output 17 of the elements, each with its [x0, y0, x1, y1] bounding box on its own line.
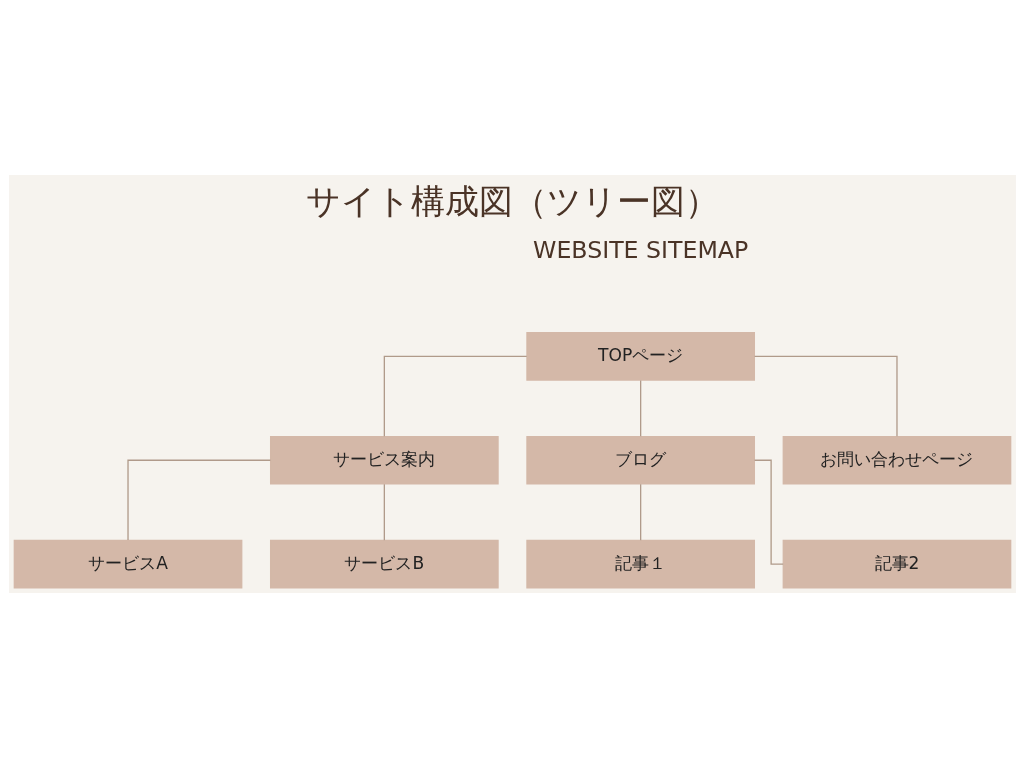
node-box: 記事１ [525, 539, 755, 589]
connector [383, 355, 527, 437]
connector [126, 459, 271, 541]
connector [753, 459, 784, 565]
node-box: ブログ [525, 435, 755, 485]
label: WEBSITE SITEMAP [532, 236, 748, 265]
node-box: お問い合わせページ [782, 435, 1011, 485]
node-box: TOPページ [525, 332, 755, 381]
node-box: サービスB [269, 539, 499, 589]
node-box: サービスA [13, 539, 242, 589]
connector [383, 483, 385, 541]
connector [639, 379, 641, 437]
connector [753, 355, 898, 437]
node-box: サービス案内 [269, 435, 499, 485]
diagram-title: サイト構成図（ツリー図） [305, 180, 719, 221]
connector [639, 483, 641, 541]
node-box: 記事2 [782, 539, 1011, 589]
